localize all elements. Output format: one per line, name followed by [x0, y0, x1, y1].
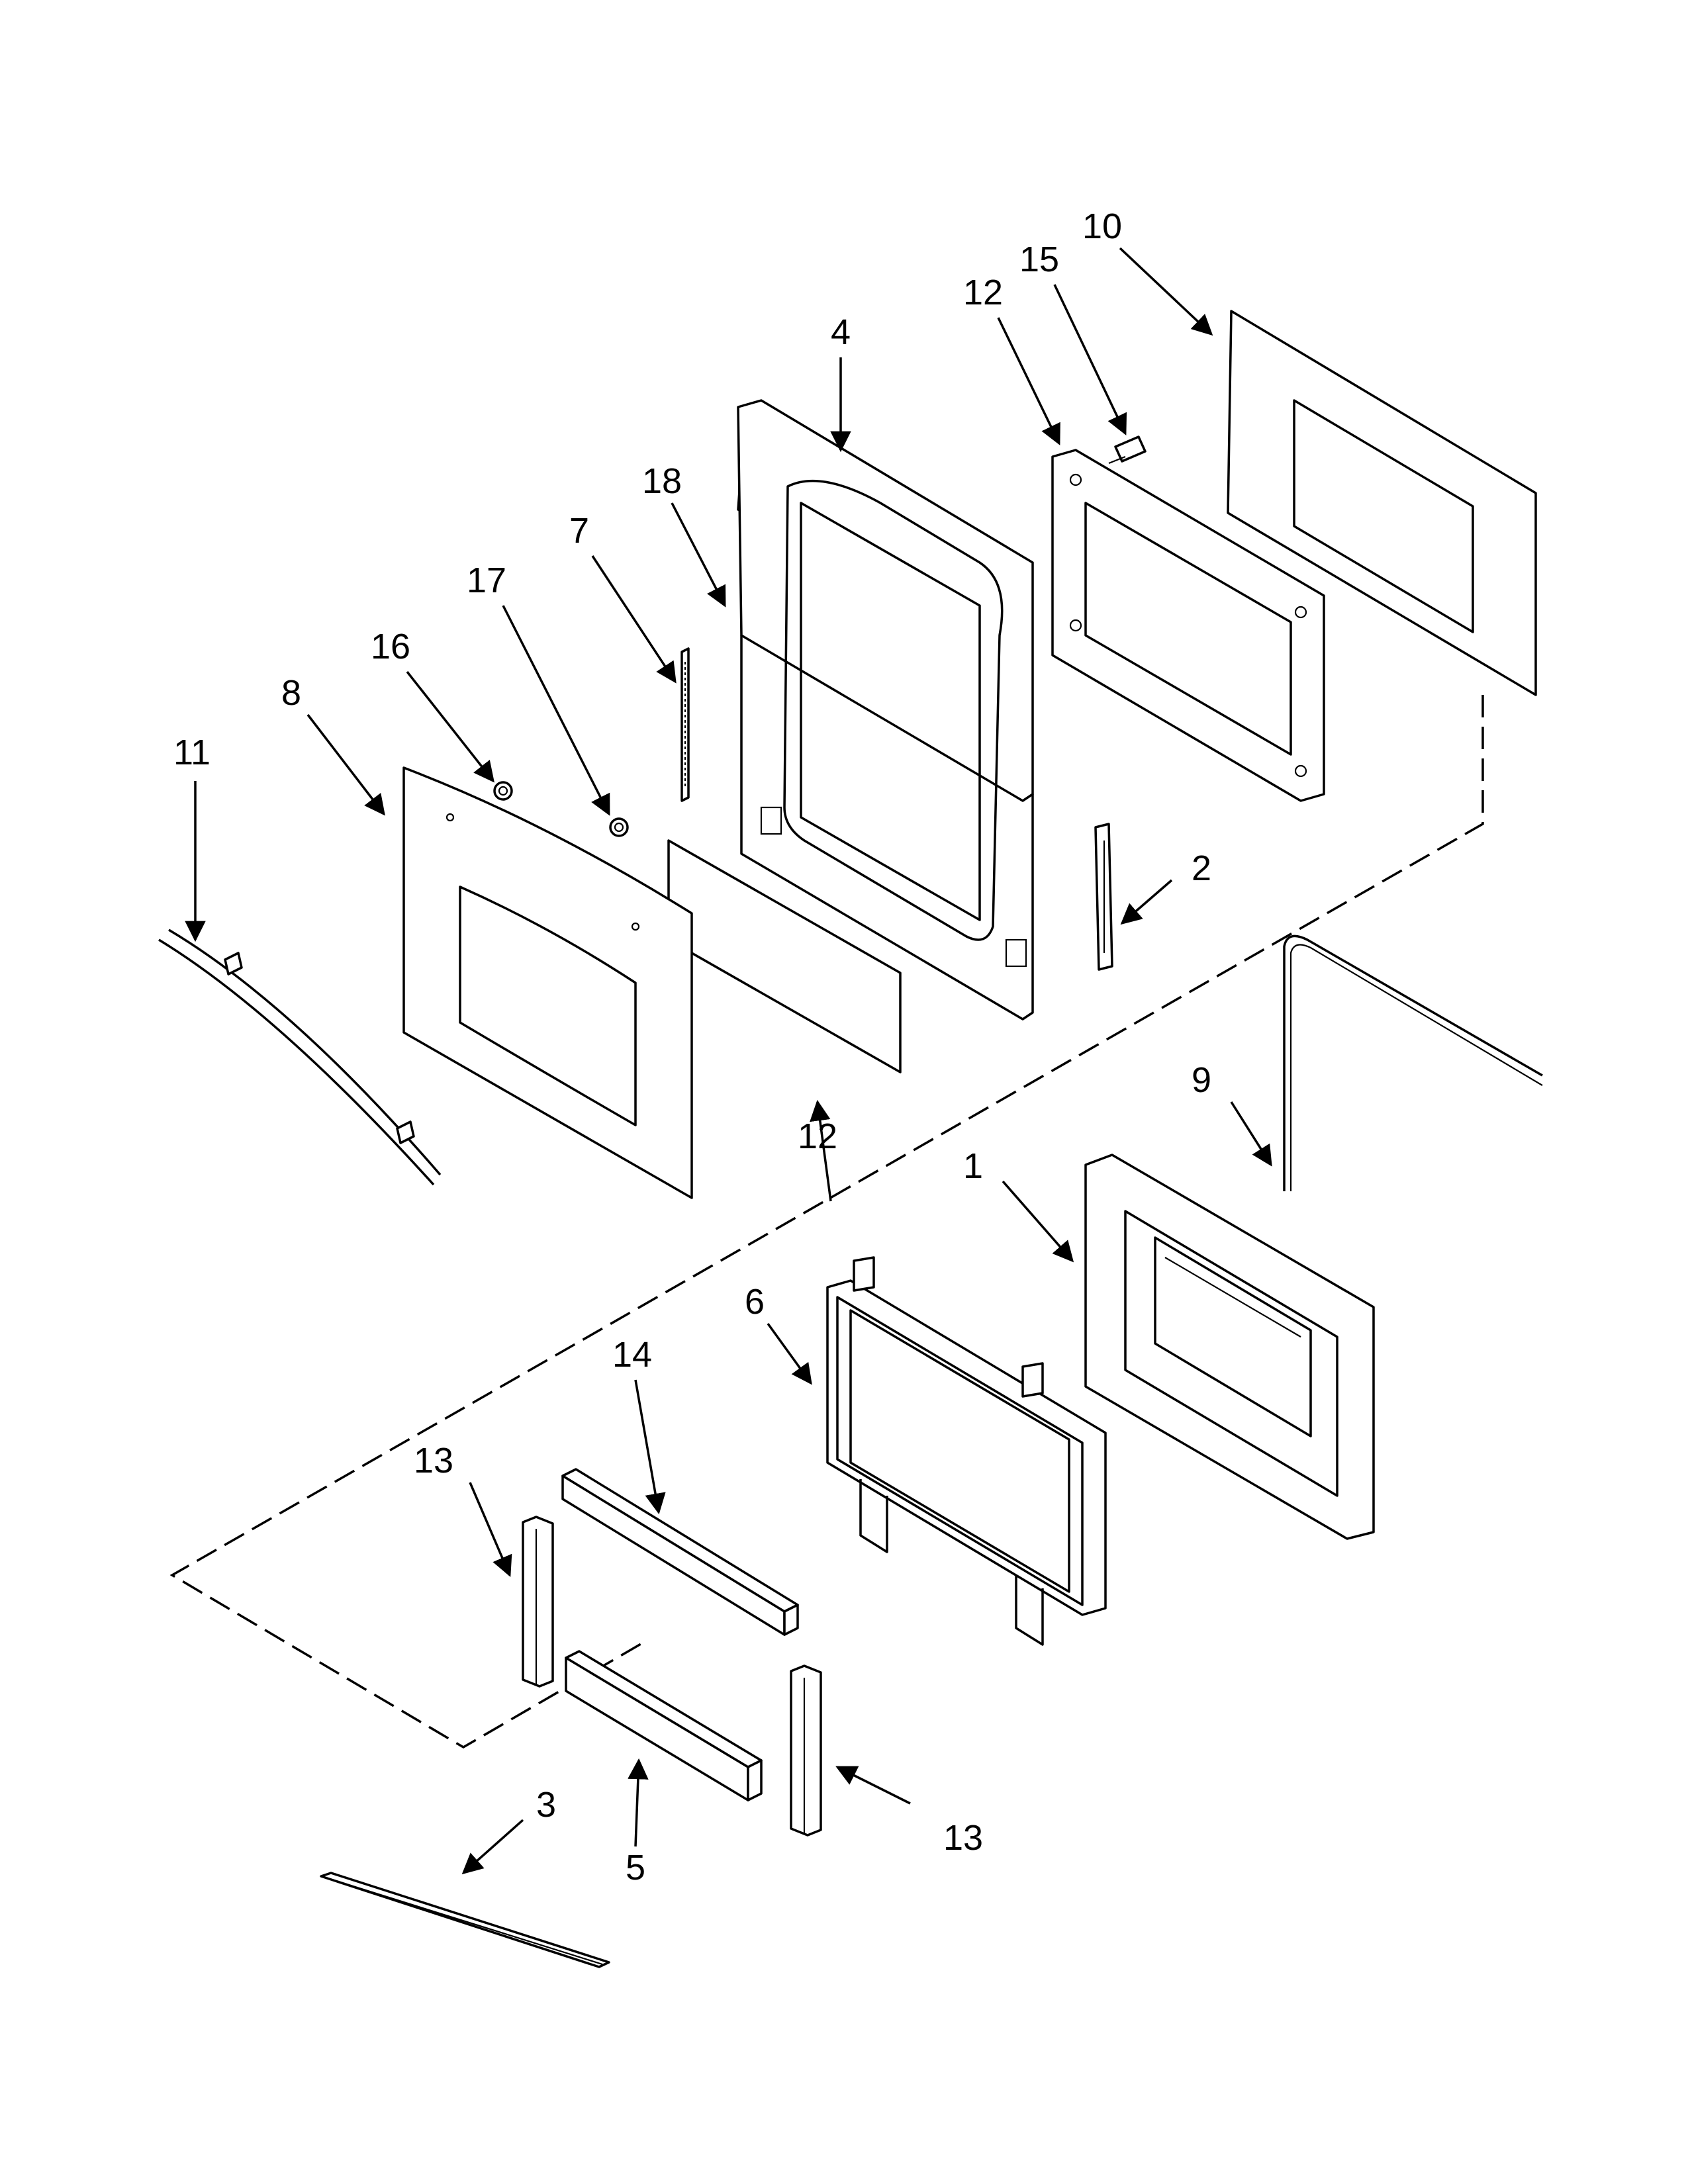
callout-12-lower: 12	[798, 1116, 837, 1156]
part-17-nut	[609, 817, 629, 837]
callout-2: 2	[1192, 848, 1211, 888]
callout-16: 16	[371, 627, 410, 666]
callout-13-left: 13	[414, 1441, 453, 1480]
part-13-insulation-block-right	[790, 1664, 822, 1837]
callout-15: 15	[1019, 240, 1059, 279]
part-16-nut	[493, 781, 513, 801]
part-6-glass-pack	[826, 1256, 1107, 1646]
assembly-boundary-line	[169, 695, 1484, 1749]
callout-9: 9	[1192, 1060, 1211, 1100]
callout-5: 5	[626, 1848, 645, 1888]
part-8-outer-door-panel	[402, 766, 693, 1199]
callout-labels: 10 15 12 4 18 7 17 16 8 11 2 12 9 1 6 14…	[173, 206, 1211, 1888]
part-18-inner-door-panel	[737, 399, 1034, 1021]
callout-1: 1	[963, 1146, 983, 1186]
callout-17: 17	[467, 561, 506, 600]
callout-7: 7	[569, 511, 589, 551]
callout-8: 8	[281, 673, 301, 713]
callout-18: 18	[642, 461, 682, 501]
part-2-hinge-bracket	[1094, 823, 1113, 971]
part-7-hinge-strip	[680, 647, 690, 802]
part-3-vent-strip	[320, 1872, 610, 1968]
part-13-insulation-block-left	[522, 1516, 554, 1688]
part-9-door-gasket	[1283, 934, 1543, 1191]
part-14-insulation-bar	[561, 1468, 799, 1636]
part-15-screw	[1108, 435, 1147, 465]
part-12-gasket-strip	[667, 839, 902, 1073]
callout-10: 10	[1082, 206, 1122, 246]
part-12-glass-frame	[1051, 449, 1325, 802]
part-11-door-handle	[158, 929, 442, 1186]
callout-3: 3	[536, 1785, 556, 1825]
part-5-insulation-bar	[565, 1650, 763, 1801]
callout-14: 14	[612, 1335, 652, 1375]
callout-11: 11	[173, 733, 211, 772]
callout-4: 4	[831, 312, 851, 352]
callout-13-right: 13	[943, 1818, 983, 1858]
callout-6: 6	[745, 1282, 765, 1322]
part-1-door-liner	[1084, 1154, 1375, 1540]
callout-12-upper: 12	[963, 273, 1003, 312]
leader-lines	[185, 247, 1272, 1875]
part-10-outer-glass	[1227, 310, 1537, 696]
